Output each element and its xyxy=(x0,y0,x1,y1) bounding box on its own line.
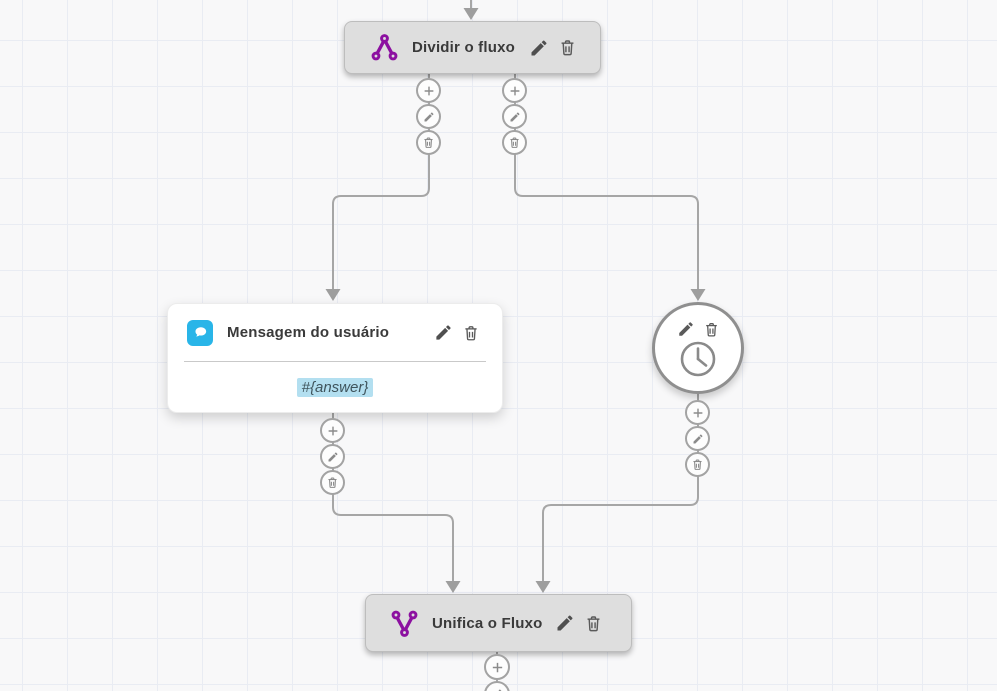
edit-connection-button[interactable] xyxy=(416,104,441,129)
node-title: Dividir o fluxo xyxy=(412,39,516,56)
arrowhead-down-icon xyxy=(690,289,706,301)
card-header: Mensagem do usuário xyxy=(168,304,502,361)
chat-bubble-icon xyxy=(187,319,213,346)
plus-icon xyxy=(492,662,502,672)
port-column-split-left xyxy=(416,78,441,155)
port-column-merge xyxy=(484,654,510,691)
variable-chip[interactable]: #{answer} xyxy=(296,377,374,397)
trash-icon xyxy=(693,459,702,470)
delete-connection-button[interactable] xyxy=(320,470,345,495)
port-column-split-right xyxy=(502,78,527,155)
arrowhead-down-icon xyxy=(535,581,551,593)
merge-flow-icon xyxy=(389,608,420,639)
port-column-message xyxy=(320,418,345,495)
trash-icon xyxy=(561,40,574,56)
edit-node-button[interactable] xyxy=(677,320,695,338)
pencil-icon xyxy=(328,451,337,461)
edit-node-button[interactable] xyxy=(434,323,453,342)
delete-node-button[interactable] xyxy=(462,324,480,342)
delete-node-button[interactable] xyxy=(558,38,577,57)
delete-connection-button[interactable] xyxy=(502,130,527,155)
port-column-timer xyxy=(685,400,710,477)
trash-icon xyxy=(465,325,477,340)
card-divider xyxy=(184,361,486,362)
edit-node-button[interactable] xyxy=(529,38,549,58)
delete-node-button[interactable] xyxy=(703,321,720,338)
pencil-icon xyxy=(678,322,693,336)
connector-timer-to-merge xyxy=(542,394,699,581)
pencil-icon xyxy=(424,111,433,121)
edit-connection-button[interactable] xyxy=(502,104,527,129)
trash-icon xyxy=(705,322,717,337)
node-title: Mensagem do usuário xyxy=(227,324,390,341)
plus-icon xyxy=(328,426,337,435)
connector-split-to-message xyxy=(332,74,430,289)
plus-icon xyxy=(693,408,702,417)
card-body: #{answer} xyxy=(168,362,502,412)
add-node-button[interactable] xyxy=(416,78,441,103)
add-node-button[interactable] xyxy=(502,78,527,103)
edit-connection-button[interactable] xyxy=(320,444,345,469)
clock-icon xyxy=(678,339,718,384)
trash-icon xyxy=(328,477,337,488)
node-dividir-o-fluxo[interactable]: Dividir o fluxo xyxy=(344,21,601,74)
node-mensagem-do-usuario[interactable]: Mensagem do usuário #{answer} xyxy=(167,303,503,413)
arrowhead-down-icon xyxy=(325,289,341,301)
connector-message-to-merge xyxy=(332,413,454,581)
node-title: Unifica o Fluxo xyxy=(432,614,543,632)
pencil-icon xyxy=(436,325,451,340)
split-flow-icon xyxy=(369,32,400,63)
arrowhead-down-icon xyxy=(463,8,479,20)
timer-actions xyxy=(677,320,720,338)
edit-connection-button[interactable] xyxy=(484,681,510,691)
pencil-icon xyxy=(557,615,573,631)
node-timer-wait[interactable] xyxy=(652,302,744,394)
delete-connection-button[interactable] xyxy=(416,130,441,155)
plus-icon xyxy=(424,86,433,95)
trash-icon xyxy=(510,137,519,148)
connector-split-to-timer xyxy=(514,74,699,289)
pencil-icon xyxy=(693,433,702,443)
arrowhead-down-icon xyxy=(445,581,461,593)
trash-icon xyxy=(424,137,433,148)
pencil-icon xyxy=(531,39,547,55)
add-node-button[interactable] xyxy=(320,418,345,443)
plus-icon xyxy=(510,86,519,95)
add-node-button[interactable] xyxy=(685,400,710,425)
delete-node-button[interactable] xyxy=(584,614,603,633)
node-unifica-o-fluxo[interactable]: Unifica o Fluxo xyxy=(365,594,632,652)
pencil-icon xyxy=(510,111,519,121)
edit-node-button[interactable] xyxy=(555,613,575,633)
edit-connection-button[interactable] xyxy=(685,426,710,451)
delete-connection-button[interactable] xyxy=(685,452,710,477)
trash-icon xyxy=(587,615,600,631)
add-node-button[interactable] xyxy=(484,654,510,680)
